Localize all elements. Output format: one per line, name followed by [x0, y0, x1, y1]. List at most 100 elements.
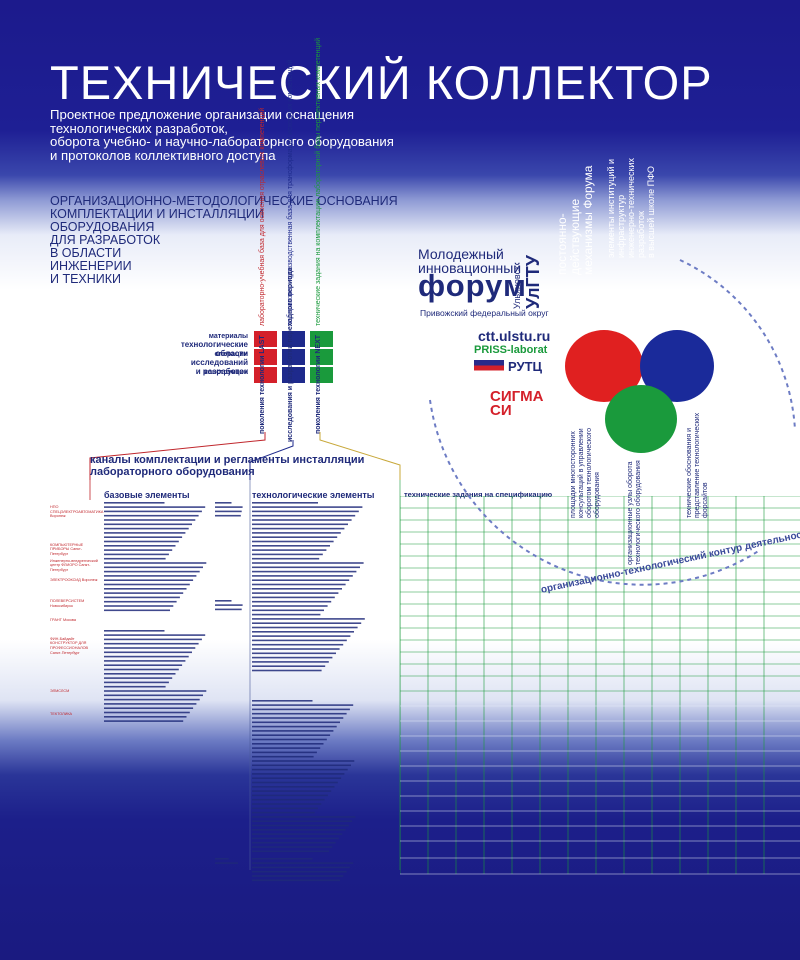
- company-item: ФИН-Байдайт КОНСТРУКТОР ДЛЯ ПРОФЕССИОНАЛ…: [50, 636, 89, 655]
- col-header-spec: технические задания на спецификацию: [404, 490, 553, 499]
- green-circle: [605, 385, 677, 453]
- page-title: ТЕХНИЧЕСКИЙ КОЛЛЕКТОР: [50, 56, 713, 109]
- org-heading-line: И ТЕХНИКИ: [50, 272, 122, 286]
- subtitle-line: Проектное предложение организации оснаще…: [50, 107, 354, 122]
- subtitle-line: и протоколов коллективного доступа: [50, 147, 276, 163]
- fine-print-line: [252, 536, 338, 538]
- fine-print-line: [104, 562, 207, 564]
- fine-print-line: [252, 669, 322, 672]
- forum-small-line: инновационный: [418, 260, 522, 276]
- fine-print-line: [104, 592, 184, 594]
- fine-print-line: [215, 604, 243, 606]
- col-header-base: базовые элементы: [104, 490, 190, 500]
- fine-print-line: [252, 760, 355, 762]
- fine-print-line: [215, 600, 232, 602]
- axis-title-line: исследований: [190, 358, 248, 367]
- company-list: НПО СПЕЦЭЛЕКТРОАВТОМАТИКА Воронеж КОМПЬЮ…: [50, 505, 103, 716]
- fine-print-line: [104, 647, 196, 649]
- matrix-cell-green: [310, 349, 333, 365]
- fine-print-line: [215, 862, 238, 864]
- fine-print-line: [104, 634, 206, 636]
- col-header-tech: технологические элементы: [252, 490, 375, 500]
- priss-logo: PRISS-laborat: [474, 344, 548, 356]
- fine-print-line: [252, 639, 347, 642]
- company-item: ЭЛМСЛСМ: [50, 689, 70, 694]
- fine-print-line: [252, 820, 353, 822]
- company-item: ГРАНТ Москва: [50, 618, 76, 623]
- fine-print-line: [252, 717, 344, 719]
- circle-label-nodes: организационные узлы оборота технологиче…: [627, 460, 642, 565]
- fine-print-line: [252, 592, 339, 594]
- fine-print-line: [252, 798, 325, 801]
- fine-print-line: [104, 596, 180, 599]
- fine-print-line: [252, 704, 354, 706]
- channels-title-line: каналы комплектации и регламенты инсталл…: [90, 454, 365, 466]
- org-heading-line: ИНЖЕНЕРИИ: [50, 259, 132, 273]
- org-heading-line: В ОБЛАСТИ: [50, 246, 122, 260]
- fine-print-line: [215, 858, 229, 860]
- fine-print-line: [252, 527, 345, 530]
- fine-print-line: [252, 588, 342, 590]
- fine-print-line: [252, 829, 346, 831]
- fine-print-line: [252, 768, 348, 771]
- org-heading-line: ОБОРУДОВАНИЯ: [50, 220, 155, 234]
- fine-print-line: [252, 661, 329, 663]
- org-heading-line: КОМПЛЕКТАЦИИ И ИНСТАЛЛЯЦИИ: [50, 207, 264, 221]
- forum-small-text: Молодежный инновационный: [418, 247, 521, 275]
- fine-print-line: [252, 712, 347, 715]
- fine-print-line: [252, 545, 330, 547]
- fine-print-line: [104, 557, 166, 560]
- fine-print-line: [104, 707, 194, 709]
- forum-small-line: Молодежный: [418, 246, 504, 262]
- row-label-operations: операции: [214, 351, 248, 358]
- fine-print-line: [104, 716, 187, 718]
- fine-print-line: [252, 557, 320, 560]
- fine-print-line: [252, 816, 356, 818]
- fine-print-line: [104, 638, 202, 641]
- fine-print-line: [252, 781, 338, 784]
- fine-print-line: [104, 642, 199, 645]
- fine-print-line: [104, 605, 174, 607]
- fine-print-line: [252, 566, 360, 569]
- matrix-cell-blue: [282, 367, 305, 383]
- fine-print-line: [104, 711, 190, 714]
- fine-print-line: [252, 540, 334, 543]
- fine-print-line: [252, 794, 328, 797]
- fine-print-line: [104, 510, 202, 513]
- fine-print-line: [252, 738, 327, 741]
- site-url[interactable]: ctt.ulstu.ru: [478, 328, 551, 344]
- fine-print-line: [215, 506, 243, 508]
- matrix-cell-blue: [282, 349, 305, 365]
- fine-print-line: [252, 755, 314, 758]
- matrix-cell-green: [310, 367, 333, 383]
- fine-print-line: [252, 862, 354, 864]
- fine-print-line: [104, 673, 176, 675]
- fine-print-line: [252, 622, 362, 624]
- row-label-materials: материалы: [208, 333, 248, 340]
- fine-print-line: [252, 600, 332, 603]
- fine-print-line: [252, 514, 356, 517]
- fine-print-line: [252, 708, 350, 711]
- fine-print-line: [104, 545, 176, 547]
- fine-print-line: [252, 631, 354, 633]
- axis-title-line: технологические: [180, 340, 248, 349]
- fine-print-line: [252, 730, 334, 732]
- fine-print-line: [252, 764, 351, 767]
- fine-print-line: [252, 562, 364, 564]
- fine-print-line: [252, 652, 336, 655]
- matrix-cell-red: [254, 349, 277, 365]
- fine-print-line: [252, 870, 347, 873]
- fine-print-line: [252, 811, 315, 814]
- fine-print-line: [104, 660, 186, 662]
- fine-print-line: [252, 643, 344, 646]
- fine-print-line: [252, 502, 318, 504]
- fine-print-line: [252, 510, 359, 513]
- fine-print-line: [252, 747, 321, 749]
- fine-print-line: [252, 506, 363, 508]
- fine-print-line: [104, 694, 203, 697]
- fine-print-line: [252, 523, 348, 526]
- fine-print-line: [252, 609, 324, 612]
- subtitle-line: технологических разработок,: [50, 120, 228, 136]
- fine-print-line: [104, 506, 206, 508]
